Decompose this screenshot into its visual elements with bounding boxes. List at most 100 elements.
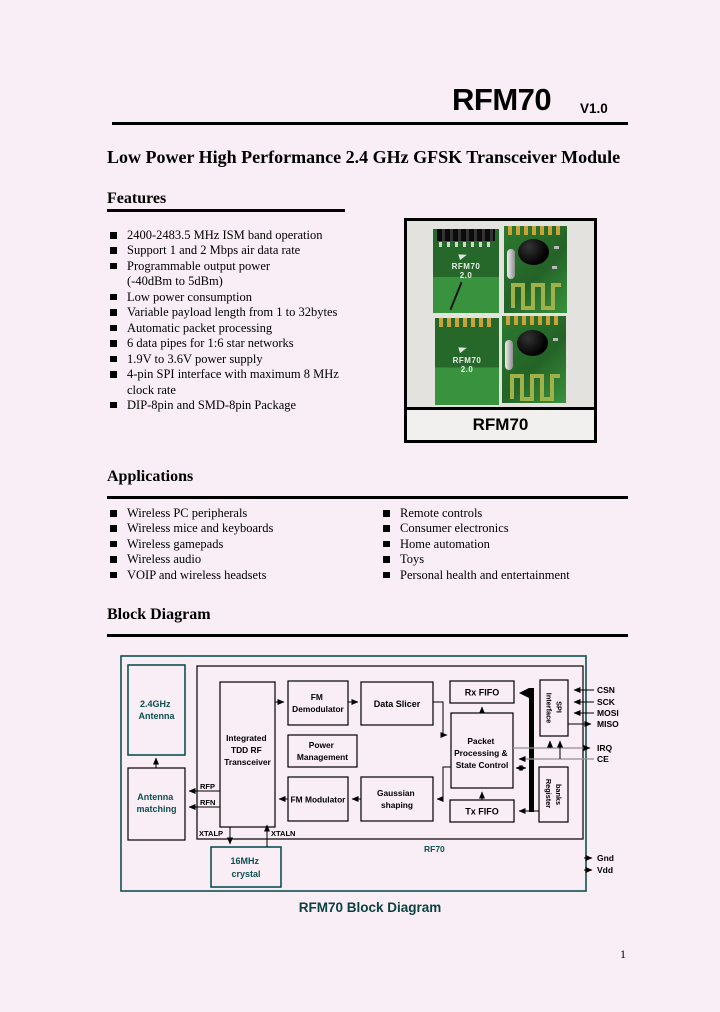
applications-list-right: Remote controls Consumer electronics Hom… (383, 506, 633, 583)
crystal-block (210, 846, 282, 888)
silkscreen-text: RFM70 (452, 356, 482, 365)
chip-blob (518, 239, 549, 265)
module-photo-smd-top (504, 226, 567, 313)
applications-underline (107, 496, 628, 499)
antenna-block (127, 664, 186, 756)
pcb-antenna-trace (511, 283, 561, 310)
bullet-square-icon (110, 340, 117, 347)
register-banks-block (538, 766, 569, 823)
mosi-signal-label: MOSI (597, 708, 619, 718)
page-number: 1 (620, 947, 626, 961)
tx-fifo-label: Tx FIFO (465, 807, 499, 817)
applications-heading: Applications (107, 468, 194, 485)
product-name: RFM70 (452, 82, 552, 117)
bullet-square-icon (110, 510, 117, 517)
bullet-square-icon (110, 571, 117, 579)
pcb-antenna-trace (510, 374, 560, 401)
smd-component (554, 246, 559, 249)
module-photo-dip-top: RFM70 2.0 (433, 229, 499, 313)
module-outline-box (120, 655, 587, 892)
application-item: Toys (383, 552, 633, 567)
csn-signal-label: CSN (597, 685, 615, 695)
features-underline (107, 209, 345, 212)
features-list: 2400-2483.5 MHz ISM band operation Suppo… (110, 228, 402, 413)
rfp-pin-label: RFP (200, 782, 215, 791)
transceiver-label: Integrated TDD RF Transceiver (224, 733, 271, 767)
block-diagram-caption: RFM70 Block Diagram (298, 900, 442, 915)
block-diagram-heading: Block Diagram (107, 606, 211, 623)
pad-row (439, 242, 493, 247)
chip-blob (517, 330, 548, 356)
xtalp-pin-label: XTALP (199, 829, 223, 838)
product-photo-box: RFM70 2.0 RFM70 2.0 (404, 218, 597, 443)
bullet-square-icon (110, 293, 117, 301)
gaussian-shaping-label: Gaussian shaping (377, 788, 417, 810)
application-item: Home automation (383, 537, 633, 552)
application-item: Remote controls (383, 506, 633, 521)
application-item: Personal health and entertainment (383, 568, 633, 583)
vdd-signal-label: Vdd (597, 865, 613, 875)
application-item: Wireless mice and keyboards (110, 521, 380, 536)
bullet-square-icon (383, 556, 390, 563)
bullet-square-icon (383, 525, 390, 532)
chip-name-label: RF70 (424, 844, 445, 854)
crystal-can (505, 340, 513, 370)
crystal-label: 16MHz crystal (230, 856, 261, 879)
smd-component (552, 266, 557, 269)
logo-icon (458, 251, 468, 261)
data-slicer-block (360, 681, 434, 726)
bullet-square-icon (110, 371, 117, 378)
antenna-wire (449, 281, 463, 311)
feature-item: 4-pin SPI interface with maximum 8 MHz (110, 367, 402, 382)
xtaln-pin-label: XTALN (271, 829, 295, 838)
block-diagram-svg: 2.4GHz Antenna Antenna matching Integrat… (120, 655, 619, 892)
bullet-square-icon (110, 232, 117, 239)
bullet-square-icon (110, 309, 117, 316)
antenna-label: 2.4GHz Antenna (139, 699, 176, 721)
feature-item-continuation: clock rate (127, 382, 176, 397)
feature-item: Support 1 and 2 Mbps air data rate (110, 243, 402, 258)
application-item: Wireless gamepads (110, 537, 380, 552)
diagram-arrows (153, 687, 594, 873)
spi-interface-label: SPI Interface (545, 693, 564, 723)
features-heading: Features (107, 190, 167, 207)
application-item: Wireless PC peripherals (110, 506, 380, 521)
bullet-square-icon (110, 324, 117, 332)
feature-item: 1.9V to 3.6V power supply (110, 352, 402, 367)
feature-item: DIP-8pin and SMD-8pin Package (110, 398, 402, 413)
module-photo-smd-bottom (502, 316, 566, 403)
pad-row (439, 318, 495, 327)
feature-item: Variable payload length from 1 to 32byte… (110, 305, 402, 320)
pad-row (508, 226, 563, 235)
product-version: V1.0 (580, 101, 608, 116)
bullet-square-icon (110, 355, 117, 363)
sck-signal-label: SCK (597, 697, 616, 707)
data-bus-bar (519, 688, 534, 812)
feature-item: Low power consumption (110, 290, 402, 305)
rfn-pin-label: RFN (200, 798, 215, 807)
irq-signal-label: IRQ (597, 743, 613, 753)
applications-list-left: Wireless PC peripherals Wireless mice an… (110, 506, 380, 583)
pin-header (437, 229, 495, 241)
pad-row (506, 316, 562, 325)
feature-item: Automatic packet processing (110, 321, 402, 336)
photo-caption: RFM70 (407, 407, 594, 440)
feature-item: Programmable output power (110, 259, 402, 274)
bullet-square-icon (110, 525, 117, 532)
register-banks-label: Register banks (544, 779, 563, 810)
feature-item-continuation: (-40dBm to 5dBm) (127, 274, 223, 289)
bullet-square-icon (383, 510, 390, 517)
miso-signal-label: MISO (597, 719, 619, 729)
application-item: Consumer electronics (383, 521, 633, 536)
product-photo: RFM70 2.0 RFM70 2.0 (407, 221, 594, 407)
antenna-matching-label: Antenna matching (136, 792, 176, 814)
ce-signal-label: CE (597, 754, 609, 764)
feature-item: 2400-2483.5 MHz ISM band operation (110, 228, 402, 243)
fm-demodulator-block (287, 680, 349, 726)
power-management-block (287, 734, 358, 768)
header-rule (112, 122, 628, 125)
transceiver-block (219, 681, 276, 828)
silkscreen-text: 2.0 (459, 271, 473, 280)
application-item: VOIP and wireless headsets (110, 568, 380, 583)
